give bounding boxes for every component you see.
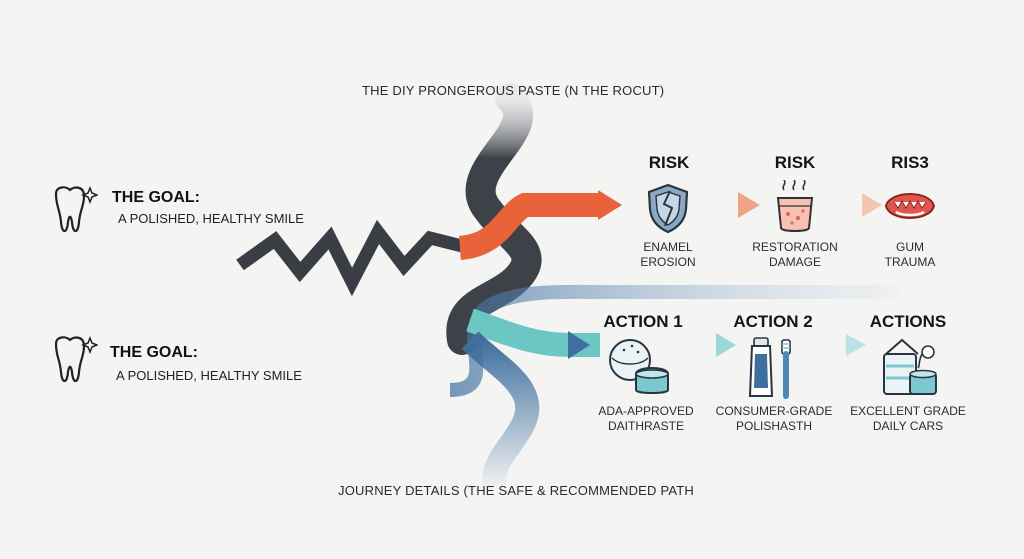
risk-arrow-3 [862,193,882,217]
goal-title-upper: THE GOAL: [112,189,200,206]
risk-path [458,193,600,260]
bottom-caption: JOURNEY DETAILS (THE SAFE & RECOMMENDED … [338,483,694,498]
toothpaste-brush-icon [748,337,791,399]
goal-subtitle-upper: A POLISHED, HEALTHY SMILE [118,211,304,226]
risk-desc-3-line1: GUM [896,240,924,254]
risk-desc-1-line2: EROSION [640,255,696,269]
action-desc-3-line2: DAILY CARS [872,419,944,433]
risk-desc-1: ENAMEL EROSION [593,240,743,270]
safe-down-path [461,331,540,493]
risk-heading-1: RISK [648,153,690,172]
risk-desc-2-line2: DAMAGE [768,255,821,269]
inflamed-gums-icon [884,193,936,219]
paste-jars-icon [609,339,669,394]
safe-upper-branch [449,284,900,397]
action-arrow-1 [568,331,590,359]
action-arrow-2 [716,333,736,357]
action-heading-2: ACTION 2 [733,312,813,331]
action-desc-2-line2: POLISHASTH [735,419,813,433]
action-desc-1-line2: DAITHRASTE [607,419,684,433]
risk-desc-1-line1: ENAMEL [643,240,693,254]
care-kit-icon [883,338,937,395]
goal-subtitle-lower: A POLISHED, HEALTHY SMILE [116,368,302,383]
risk-heading-3: RIS3 [891,153,929,172]
risk-arrow-2 [738,192,760,218]
risk-arrow-1 [598,190,622,220]
action-heading-1: ACTION 1 [603,312,683,331]
action-desc-2-line1: CONSUMER-GRADE [715,404,833,418]
action-desc-3-line1: EXCELLENT GRADE [850,404,966,418]
risk-heading-2: RISK [774,153,816,172]
action-desc-3: EXCELLENT GRADE DAILY CARS [833,404,983,434]
risk-desc-2-line1: RESTORATION [752,240,838,254]
action-heading-3: ACTIONS [869,312,947,331]
risk-desc-3: GUM TRAUMA [835,240,985,270]
action-path [466,308,600,357]
risk-desc-3-line2: TRAUMA [884,255,936,269]
heated-filling-icon [776,180,814,232]
action-desc-1-line1: ADA-APPROVED [598,404,694,418]
action-desc-1: ADA-APPROVED DAITHRASTE [571,404,721,434]
action-desc-2: CONSUMER-GRADE POLISHASTH [699,404,849,434]
risk-desc-2: RESTORATION DAMAGE [720,240,870,270]
top-caption: THE DIY PRONGEROUS PASTE (N THE ROCUT) [362,83,665,98]
tooth-sparkle-icon [54,335,98,383]
cracked-shield-icon [647,183,689,234]
action-arrow-3 [846,334,866,356]
zigzag-path [236,219,472,297]
tooth-sparkle-icon [54,185,98,233]
goal-title-lower: THE GOAL: [110,344,198,361]
